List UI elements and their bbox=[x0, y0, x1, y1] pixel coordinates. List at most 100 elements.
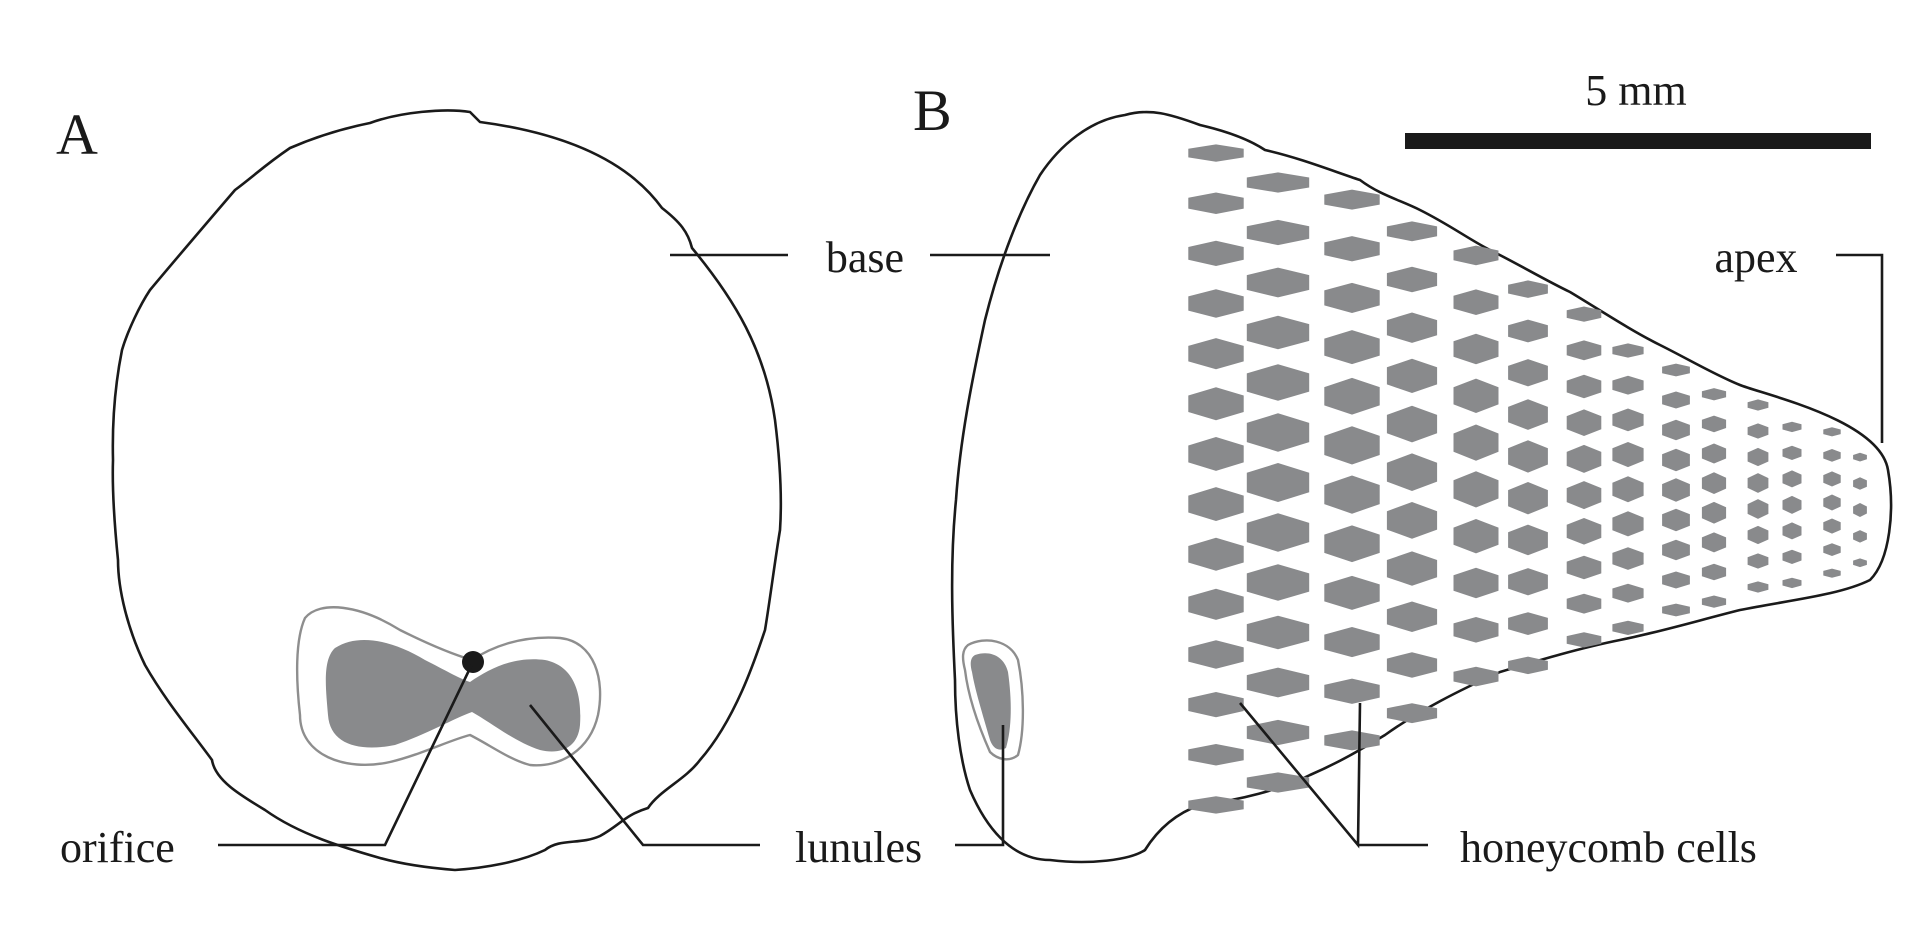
honeycomb-cell bbox=[1188, 240, 1244, 266]
scale-bar-label: 5 mm bbox=[1585, 66, 1686, 115]
honeycomb-cell bbox=[1782, 470, 1802, 488]
label-honeycomb-cells: honeycomb cells bbox=[1460, 823, 1757, 872]
honeycomb-cell bbox=[1508, 359, 1548, 387]
scale-bar-line bbox=[1405, 133, 1871, 149]
honeycomb-cell bbox=[1324, 730, 1380, 751]
honeycomb-cell bbox=[1386, 312, 1438, 343]
leader-orifice bbox=[218, 661, 475, 847]
leader-lunules-a bbox=[528, 704, 760, 847]
honeycomb-cell bbox=[1246, 513, 1310, 552]
honeycomb-cell bbox=[1246, 667, 1310, 698]
honeycomb-cell bbox=[1246, 719, 1310, 746]
honeycomb-cell bbox=[1612, 343, 1644, 358]
honeycomb-cell bbox=[1782, 495, 1802, 514]
honeycomb-cell bbox=[1662, 539, 1690, 561]
honeycomb-cell bbox=[1324, 330, 1380, 365]
honeycomb-cell bbox=[1566, 444, 1602, 473]
honeycomb-cell bbox=[1453, 617, 1499, 643]
honeycomb-cell bbox=[1508, 399, 1548, 430]
honeycomb-cell bbox=[1612, 375, 1644, 395]
honeycomb-cell bbox=[1612, 583, 1644, 603]
honeycomb-cell bbox=[1566, 374, 1602, 399]
honeycomb-cell bbox=[1188, 144, 1244, 162]
honeycomb-cell bbox=[1612, 511, 1644, 537]
honeycomb-cell bbox=[1188, 387, 1244, 421]
honeycomb-cell bbox=[1508, 524, 1548, 556]
honeycomb-cell bbox=[1324, 525, 1380, 563]
honeycomb-cell bbox=[1701, 388, 1727, 401]
honeycomb-cell bbox=[1453, 378, 1499, 413]
honeycomb-cell bbox=[1508, 440, 1548, 473]
honeycomb-cell bbox=[1324, 575, 1380, 610]
honeycomb-cell bbox=[1453, 567, 1499, 599]
honeycomb-cell bbox=[1823, 543, 1841, 556]
panel-b-letter: B bbox=[913, 78, 952, 143]
honeycomb-cell bbox=[1246, 315, 1310, 350]
honeycomb-cells bbox=[1188, 144, 1867, 814]
honeycomb-cell bbox=[1188, 537, 1244, 571]
honeycomb-cell bbox=[1823, 568, 1841, 578]
panel-b: B bbox=[913, 78, 1893, 864]
honeycomb-cell bbox=[1453, 289, 1499, 315]
panel-a-letter: A bbox=[56, 102, 98, 167]
honeycomb-cell bbox=[1188, 588, 1244, 620]
honeycomb-cell bbox=[1246, 772, 1310, 793]
honeycomb-cell bbox=[1566, 306, 1602, 322]
honeycomb-cell bbox=[1747, 399, 1769, 411]
honeycomb-cell bbox=[1386, 266, 1438, 293]
honeycomb-cell bbox=[1747, 581, 1769, 593]
honeycomb-cell bbox=[1246, 267, 1310, 298]
honeycomb-cell bbox=[1453, 424, 1499, 461]
honeycomb-cell bbox=[1188, 796, 1244, 814]
honeycomb-cell bbox=[1246, 413, 1310, 452]
honeycomb-cell bbox=[1386, 405, 1438, 443]
honeycomb-cell bbox=[1453, 666, 1499, 687]
label-lunules: lunules bbox=[795, 823, 922, 872]
honeycomb-cell bbox=[1386, 601, 1438, 632]
label-orifice: orifice bbox=[60, 823, 175, 872]
honeycomb-cell bbox=[1188, 192, 1244, 214]
honeycomb-cell bbox=[1246, 219, 1310, 246]
panel-a: A bbox=[56, 102, 788, 872]
honeycomb-cell bbox=[1747, 473, 1769, 493]
honeycomb-cell bbox=[1782, 421, 1802, 433]
honeycomb-cell bbox=[1566, 593, 1602, 614]
honeycomb-cell bbox=[1612, 547, 1644, 570]
honeycomb-cell bbox=[1747, 499, 1769, 519]
honeycomb-cell bbox=[1612, 408, 1644, 432]
honeycomb-cell bbox=[1566, 409, 1602, 436]
honeycomb-cell bbox=[1324, 282, 1380, 313]
honeycomb-cell bbox=[1823, 471, 1841, 487]
honeycomb-cell bbox=[1853, 530, 1867, 543]
leader-apex bbox=[1836, 253, 1884, 443]
honeycomb-cell bbox=[1508, 656, 1548, 675]
honeycomb-cell bbox=[1508, 280, 1548, 298]
honeycomb-cell bbox=[1453, 333, 1499, 365]
panel-a-outline bbox=[111, 109, 783, 872]
honeycomb-cell bbox=[1662, 508, 1690, 532]
honeycomb-cell bbox=[1701, 501, 1727, 524]
honeycomb-cell bbox=[1612, 620, 1644, 635]
honeycomb-cell bbox=[1612, 476, 1644, 503]
honeycomb-cell bbox=[1566, 481, 1602, 510]
honeycomb-cell bbox=[1701, 415, 1727, 433]
honeycomb-cell bbox=[1701, 532, 1727, 553]
honeycomb-cell bbox=[1566, 555, 1602, 580]
honeycomb-cell bbox=[1823, 518, 1841, 534]
honeycomb-cell bbox=[1701, 443, 1727, 464]
honeycomb-cell bbox=[1453, 245, 1499, 266]
honeycomb-cell bbox=[1566, 340, 1602, 361]
honeycomb-cell bbox=[1612, 442, 1644, 468]
honeycomb-cell bbox=[1823, 427, 1841, 437]
honeycomb-cell bbox=[1453, 519, 1499, 554]
honeycomb-cell bbox=[1508, 482, 1548, 515]
honeycomb-cell bbox=[1662, 363, 1690, 377]
honeycomb-cell bbox=[1508, 612, 1548, 635]
lunule-b-shape bbox=[970, 653, 1011, 750]
honeycomb-cell bbox=[1246, 172, 1310, 193]
honeycomb-cell bbox=[1662, 448, 1690, 472]
honeycomb-cell bbox=[1324, 475, 1380, 514]
honeycomb-cell bbox=[1853, 558, 1867, 568]
label-apex: apex bbox=[1714, 233, 1797, 282]
